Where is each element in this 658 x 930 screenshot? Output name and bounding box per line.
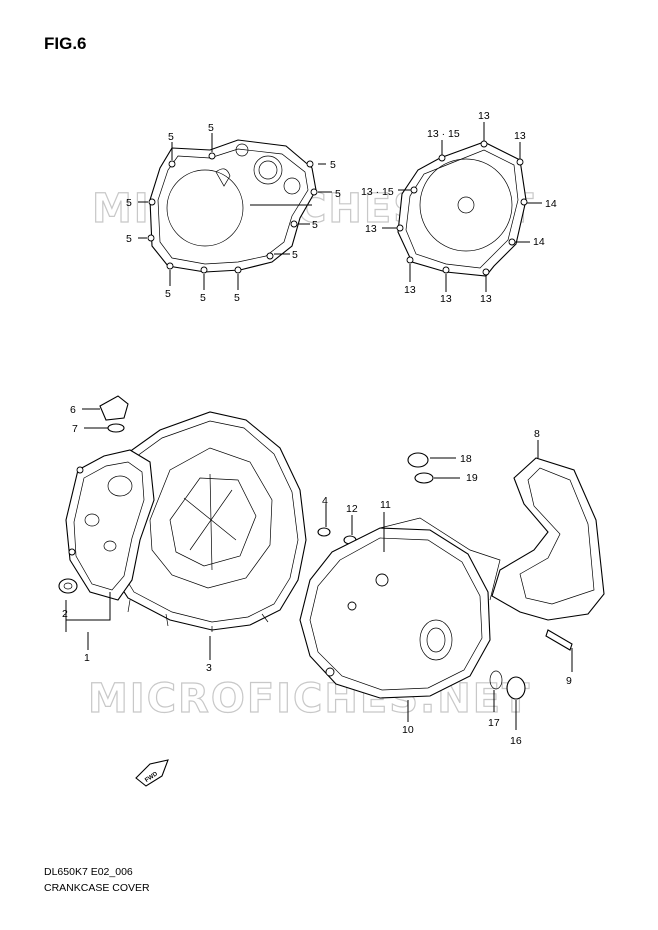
gasket-right-callout-10: 13 <box>480 293 492 305</box>
bolt-9 <box>545 629 573 651</box>
watermark-bottom: MICROFICHES.NET <box>88 676 531 722</box>
gasket-right-callout-1: 13 <box>478 110 490 122</box>
gasket-right-callout-6: 13 <box>365 223 377 235</box>
gasket-left-callout-5: 5 <box>312 219 318 231</box>
part-callout-1: 1 <box>84 652 90 664</box>
gasket-right-callout-3: 13 <box>514 130 526 142</box>
gasket-right-callout-5: 14 <box>545 198 557 210</box>
gasket-right-callout-2: 13 · 15 <box>427 128 460 140</box>
gasket-bolt-holes-right <box>396 140 528 276</box>
fwd-arrow-icon: FWD <box>135 759 169 787</box>
part-callout-10: 10 <box>402 724 414 736</box>
gasket-right-callout-9: 13 <box>440 293 452 305</box>
part-callout-16: 16 <box>510 735 522 747</box>
part-callout-19: 19 <box>466 472 478 484</box>
gasket-left-callout-6: 5 <box>292 249 298 261</box>
o-ring <box>107 423 125 433</box>
part-callout-11: 11 <box>380 499 391 511</box>
gasket-left-callout-2: 5 <box>208 122 214 134</box>
gasket-left-callout-4: 5 <box>335 188 341 200</box>
model-code: DL650K7 E02_006 <box>44 866 133 878</box>
o-ring-17 <box>489 670 503 690</box>
part-callout-6: 6 <box>70 404 76 416</box>
gasket-left-callout-11: 5 <box>126 197 132 209</box>
part-callout-7: 7 <box>72 423 78 435</box>
gasket-left-callout-10: 5 <box>126 233 132 245</box>
part-callout-9: 9 <box>566 675 572 687</box>
part-callout-17: 17 <box>488 717 500 729</box>
gasket-bolt-holes <box>147 152 318 274</box>
clutch-cover-gasket <box>138 133 332 290</box>
gasket-right-callout-4: 13 · 15 <box>361 186 394 198</box>
part-callout-12: 12 <box>346 503 358 515</box>
part-callout-3: 3 <box>206 662 212 674</box>
crankcase-cover-assembly <box>58 395 357 660</box>
gasket-right-callout-7: 14 <box>533 236 545 248</box>
part-callout-18: 18 <box>460 453 472 465</box>
cap-18 <box>407 452 429 468</box>
plug <box>58 578 78 594</box>
part-callout-4: 4 <box>322 495 328 507</box>
gasket-left-callout-1: 5 <box>168 131 174 143</box>
sprocket-cover-bracket <box>491 457 605 621</box>
gasket-left-callout-8: 5 <box>200 292 206 304</box>
diagram-caption: CRANKCASE COVER <box>44 882 150 894</box>
gasket-left-callout-3: 5 <box>330 159 336 171</box>
gasket-right-callout-8: 13 <box>404 284 416 296</box>
generator-cover-gasket <box>382 122 542 292</box>
oil-filler-cap <box>99 395 129 421</box>
gasket-left-callout-9: 5 <box>165 288 171 300</box>
plug-16 <box>506 676 526 700</box>
o-ring-19 <box>414 472 434 484</box>
dowel-pin-4 <box>317 527 331 537</box>
part-callout-2: 2 <box>62 608 68 620</box>
figure-title: FIG.6 <box>44 34 87 53</box>
part-callout-8: 8 <box>534 428 540 440</box>
generator-cover-assembly <box>299 440 605 730</box>
gasket-left-callout-7: 5 <box>234 292 240 304</box>
